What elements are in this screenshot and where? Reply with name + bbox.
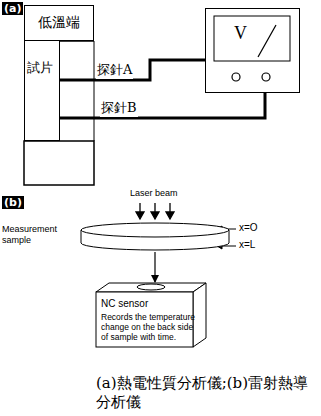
panel-tag: (a) <box>2 2 23 15</box>
probe-label: 探針B <box>100 99 138 117</box>
probe-label: 探針A <box>96 61 133 79</box>
position-label: x=O <box>239 222 258 233</box>
panel-tag: (b) <box>2 196 24 209</box>
base-block <box>24 141 94 185</box>
node-label: 低溫端 <box>38 14 80 32</box>
connector <box>60 60 205 80</box>
nc-sensor-box: NC sensorRecords the temperature change … <box>95 282 207 348</box>
node-label: NC sensor <box>101 298 201 309</box>
laser-arrows <box>136 203 174 219</box>
connector <box>154 252 155 282</box>
frame-line <box>94 41 95 141</box>
voltmeter: V <box>205 8 300 93</box>
cold-end-box: 低溫端 <box>24 5 94 41</box>
connector <box>60 93 265 118</box>
node-body: Records the temperature change on the ba… <box>101 312 201 342</box>
sample-disc: Measurement sample <box>80 222 230 252</box>
position-label: x=L <box>239 239 255 250</box>
node-label: 試片 <box>27 59 53 77</box>
disc-outline <box>80 222 230 252</box>
node-label: V <box>234 23 247 44</box>
sample-strip: 試片 <box>24 41 60 141</box>
meter-symbol <box>206 9 301 94</box>
beam-label: Laser beam <box>130 188 178 198</box>
caption: (a)熱電性質分析儀;(b)雷射熱導分析儀 <box>96 374 311 412</box>
node-label: Measurement sample <box>2 224 76 246</box>
